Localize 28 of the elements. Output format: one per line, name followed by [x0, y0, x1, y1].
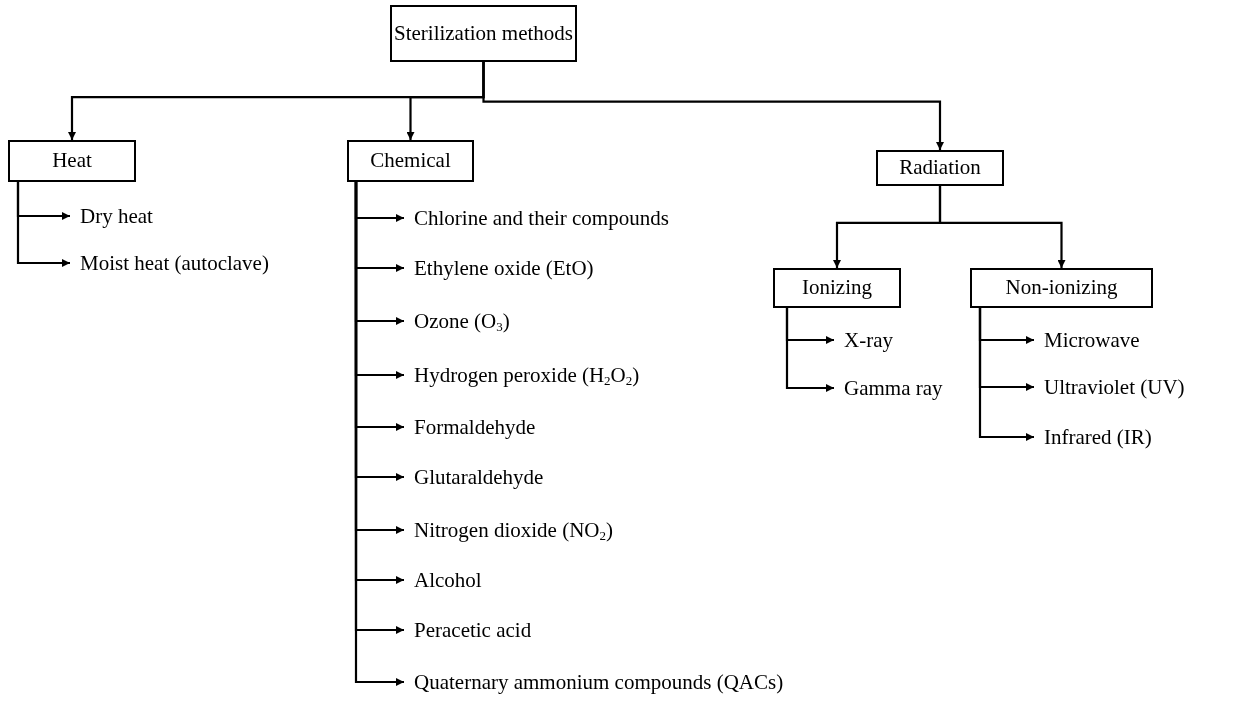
- method-label: Ethylene oxide (EtO): [414, 254, 594, 282]
- method-label: Chlorine and their compounds: [414, 204, 669, 232]
- method-label: Glutaraldehyde: [414, 463, 544, 491]
- method-label: Microwave: [1044, 326, 1140, 354]
- arrow: [482, 62, 944, 150]
- method-label: Nitrogen dioxide (NO$_{2}$): [414, 516, 613, 544]
- arrow: [785, 308, 834, 392]
- category-box: Non-ionizing: [970, 268, 1153, 308]
- category-box: Heat: [8, 140, 136, 182]
- method-label: Quaternary ammonium compounds (QACs): [414, 668, 784, 696]
- method-label: Alcohol: [414, 566, 482, 594]
- arrow: [978, 308, 1034, 441]
- method-label: Moist heat (autoclave): [80, 249, 269, 277]
- method-label: Gamma ray: [844, 374, 943, 402]
- arrow: [16, 182, 70, 267]
- arrow: [938, 186, 1066, 268]
- method-label: Ozone (O$_{3}$): [414, 307, 510, 335]
- method-label: X-ray: [844, 326, 893, 354]
- method-label: Dry heat: [80, 202, 153, 230]
- category-box: Chemical: [347, 140, 474, 182]
- method-label: Ultraviolet (UV): [1044, 373, 1185, 401]
- category-box: Ionizing: [773, 268, 901, 308]
- category-box: Radiation: [876, 150, 1004, 186]
- method-label: Infrared (IR): [1044, 423, 1152, 451]
- method-label: Peracetic acid: [414, 616, 532, 644]
- method-label: Hydrogen peroxide (H$_{2}$O$_{2}$): [414, 361, 640, 389]
- method-label: Formaldehyde: [414, 413, 536, 441]
- category-box: Sterilization methods: [390, 5, 577, 62]
